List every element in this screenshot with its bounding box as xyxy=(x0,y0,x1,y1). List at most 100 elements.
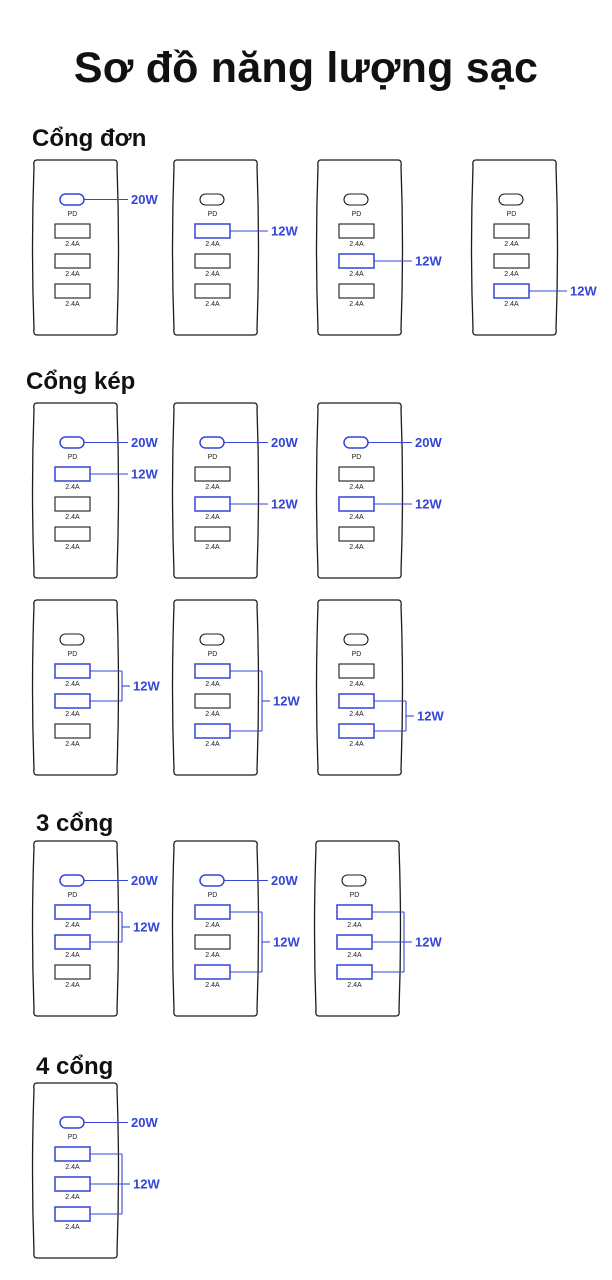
usb-a-port-2 xyxy=(54,693,91,709)
usb-port-label: 2.4A xyxy=(65,711,80,718)
charger-body xyxy=(171,402,260,579)
usb-a-port-2 xyxy=(338,693,375,709)
usb-c-port xyxy=(498,193,524,206)
usb-c-port xyxy=(343,436,369,449)
usb-a-port-2 xyxy=(54,496,91,512)
power-label: 12W xyxy=(271,497,298,512)
pd-port-label: PD xyxy=(208,651,218,658)
usb-port-label: 2.4A xyxy=(205,922,220,929)
usb-port-label: 2.4A xyxy=(205,982,220,989)
usb-port-label: 2.4A xyxy=(349,484,364,491)
usb-a-port-3 xyxy=(338,283,375,299)
usb-port-label: 2.4A xyxy=(205,544,220,551)
usb-port-label: 2.4A xyxy=(205,241,220,248)
usb-c-port xyxy=(341,874,367,887)
usb-port-label: 2.4A xyxy=(205,741,220,748)
usb-c-port xyxy=(59,1116,85,1129)
usb-port-label: 2.4A xyxy=(65,514,80,521)
usb-a-port-1 xyxy=(194,904,231,920)
usb-a-port-3 xyxy=(194,964,231,980)
usb-port-label: 2.4A xyxy=(349,514,364,521)
usb-port-label: 2.4A xyxy=(65,922,80,929)
usb-c-port xyxy=(199,874,225,887)
pd-port-label: PD xyxy=(208,892,218,899)
pd-port-label: PD xyxy=(507,211,517,218)
charger-body xyxy=(171,599,260,776)
usb-a-port-2 xyxy=(194,496,231,512)
usb-port-label: 2.4A xyxy=(65,681,80,688)
pd-port-label: PD xyxy=(208,454,218,461)
charger-body xyxy=(31,599,120,776)
usb-a-port-1 xyxy=(338,223,375,239)
usb-a-port-1 xyxy=(194,663,231,679)
power-label: 12W xyxy=(415,935,442,950)
usb-c-port xyxy=(343,633,369,646)
usb-a-port-2 xyxy=(54,1176,91,1192)
usb-a-port-1 xyxy=(336,904,373,920)
power-label: 12W xyxy=(273,694,300,709)
usb-a-port-2 xyxy=(194,253,231,269)
power-label: 20W xyxy=(131,873,158,888)
usb-port-label: 2.4A xyxy=(349,711,364,718)
usb-port-label: 2.4A xyxy=(65,1224,80,1231)
usb-c-port xyxy=(343,193,369,206)
pd-port-label: PD xyxy=(352,651,362,658)
usb-port-label: 2.4A xyxy=(65,1194,80,1201)
usb-a-port-1 xyxy=(54,466,91,482)
pd-port-label: PD xyxy=(68,892,78,899)
charger-body xyxy=(315,402,404,579)
section-title-three-port: 3 cổng xyxy=(36,810,114,837)
usb-port-label: 2.4A xyxy=(347,982,362,989)
usb-port-label: 2.4A xyxy=(205,681,220,688)
charger-body xyxy=(313,840,402,1017)
usb-port-label: 2.4A xyxy=(504,241,519,248)
charger-body xyxy=(315,599,404,776)
usb-port-label: 2.4A xyxy=(349,544,364,551)
usb-a-port-2 xyxy=(194,934,231,950)
usb-port-label: 2.4A xyxy=(349,241,364,248)
charger-body xyxy=(315,159,404,336)
usb-a-port-2 xyxy=(54,253,91,269)
usb-port-label: 2.4A xyxy=(504,271,519,278)
charger-body xyxy=(31,159,120,336)
section-title-dual-port: Cổng kép xyxy=(26,368,136,395)
power-label: 20W xyxy=(271,435,298,450)
usb-a-port-2 xyxy=(338,253,375,269)
usb-a-port-3 xyxy=(54,723,91,739)
usb-port-label: 2.4A xyxy=(65,271,80,278)
usb-a-port-2 xyxy=(336,934,373,950)
usb-a-port-2 xyxy=(493,253,530,269)
usb-a-port-3 xyxy=(338,723,375,739)
usb-a-port-1 xyxy=(194,223,231,239)
pd-port-label: PD xyxy=(352,211,362,218)
usb-c-port xyxy=(199,633,225,646)
usb-a-port-3 xyxy=(493,283,530,299)
pd-port-label: PD xyxy=(68,454,78,461)
usb-a-port-1 xyxy=(54,904,91,920)
usb-a-port-1 xyxy=(54,223,91,239)
power-label: 12W xyxy=(133,920,160,935)
charger-body xyxy=(31,840,120,1017)
usb-a-port-1 xyxy=(54,1146,91,1162)
power-label: 20W xyxy=(271,873,298,888)
usb-c-port xyxy=(199,193,225,206)
usb-a-port-3 xyxy=(194,526,231,542)
usb-port-label: 2.4A xyxy=(205,514,220,521)
pd-port-label: PD xyxy=(68,1134,78,1141)
usb-port-label: 2.4A xyxy=(65,301,80,308)
usb-port-label: 2.4A xyxy=(65,484,80,491)
usb-c-port xyxy=(59,193,85,206)
power-label: 12W xyxy=(131,467,158,482)
